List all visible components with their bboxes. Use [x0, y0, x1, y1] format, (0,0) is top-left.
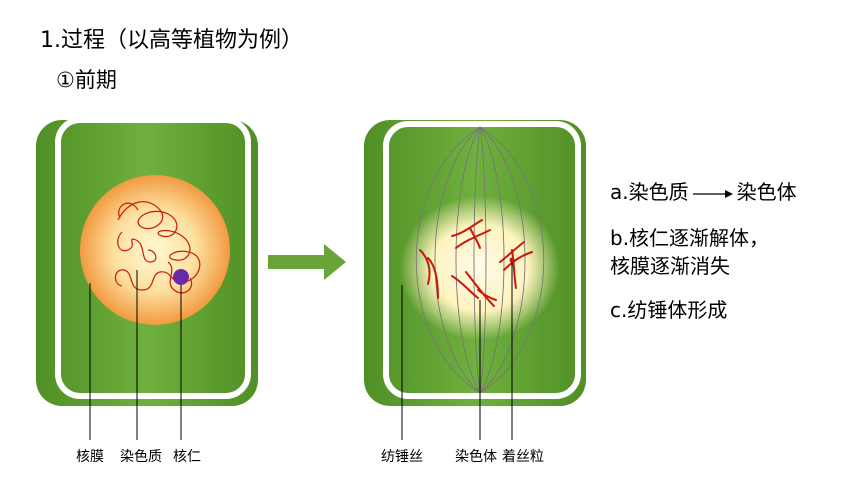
right-cell-membrane — [383, 121, 581, 399]
note-b-line1: b.核仁逐渐解体， — [610, 226, 770, 250]
chromatin-threads — [114, 201, 201, 294]
left-nucleus — [80, 175, 230, 325]
note-a-from: a.染色质 — [610, 180, 689, 204]
note-a: a.染色质 染色体 — [610, 178, 797, 206]
label-centromere: 着丝粒 — [502, 449, 544, 465]
nucleolus-dot — [173, 269, 189, 285]
nuclear-glow — [400, 196, 560, 340]
section-subtitle: ①前期 — [56, 68, 117, 92]
note-a-to: 染色体 — [736, 180, 797, 204]
chromosomes — [419, 219, 533, 307]
note-c: c.纺锤体形成 — [610, 298, 728, 322]
right-cell — [364, 120, 586, 440]
label-spindle-fiber: 纺锤丝 — [381, 449, 423, 465]
note-b: b.核仁逐渐解体， 核膜逐渐消失 — [610, 224, 769, 280]
spindle-fibers — [415, 126, 545, 394]
centromere-dot — [509, 257, 515, 263]
label-nucleolus: 核仁 — [173, 449, 201, 465]
label-chromatin: 染色质 — [120, 449, 162, 465]
page-title: 1.过程（以高等植物为例） — [40, 28, 303, 53]
left-cell-membrane — [55, 117, 251, 399]
transition-arrow — [268, 244, 346, 280]
right-arrow-icon — [692, 189, 733, 198]
note-b-line2: 核膜逐渐消失 — [610, 254, 730, 278]
label-chromosome: 染色体 — [455, 449, 497, 465]
left-cell — [36, 117, 258, 440]
label-nuclear-membrane: 核膜 — [76, 449, 104, 465]
